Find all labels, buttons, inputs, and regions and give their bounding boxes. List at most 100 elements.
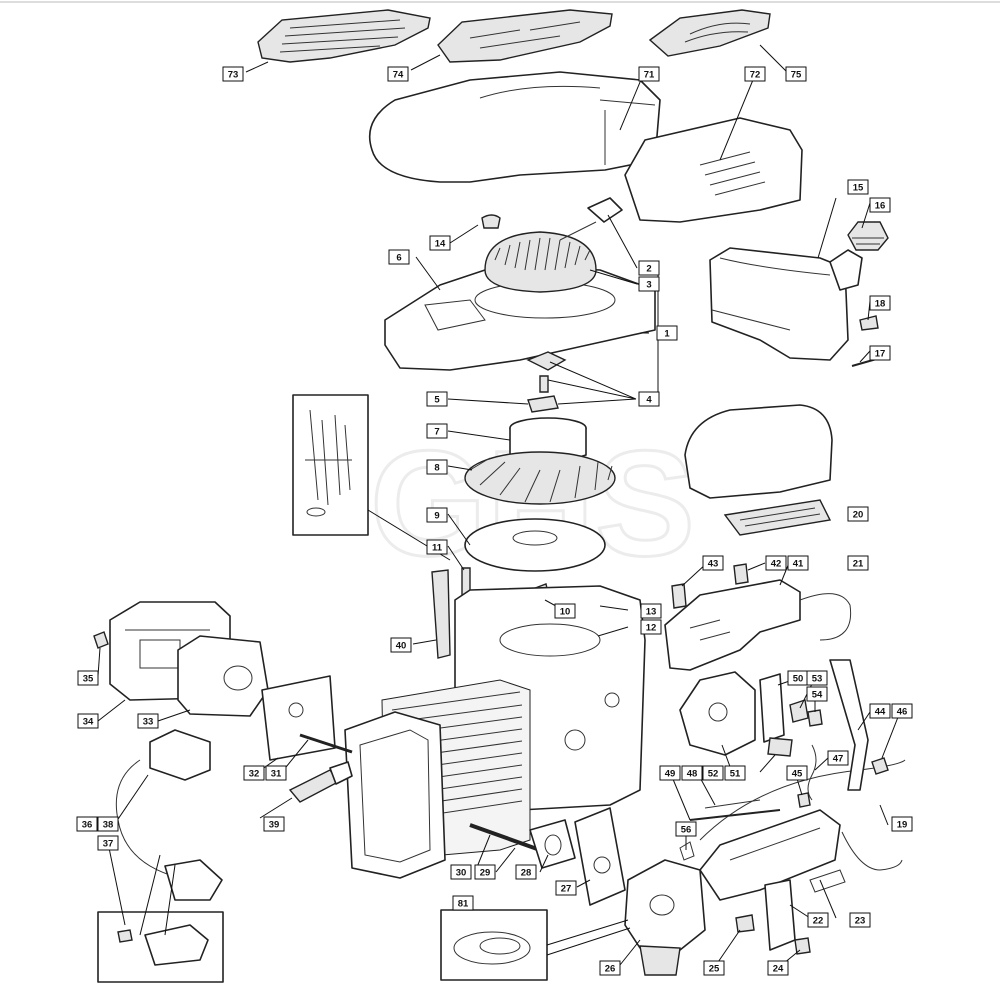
callout-number: 71 (644, 70, 655, 81)
callout-42: 42 (765, 555, 787, 571)
callout-number: 32 (249, 769, 260, 780)
inset-gasket-kit-81 (440, 909, 548, 981)
callout-56: 56 (675, 821, 697, 837)
callout-50: 50 (787, 670, 809, 686)
part-gasket-32 (261, 675, 336, 761)
callout-number: 48 (687, 769, 698, 780)
callout-16: 16 (869, 197, 891, 213)
callout-number: 12 (646, 623, 657, 634)
part-pawl-4 (526, 351, 567, 371)
callout-number: 7 (434, 427, 439, 438)
callout-9: 9 (426, 507, 448, 523)
callout-number: 28 (521, 868, 532, 879)
callout-number: 9 (434, 511, 439, 522)
callout-number: 24 (773, 964, 784, 975)
callout-number: 56 (681, 825, 692, 836)
callout-75: 75 (785, 66, 807, 82)
part-governor-52 (679, 671, 756, 756)
callout-number: 11 (432, 543, 443, 554)
part-fuel-tank-15 (709, 247, 863, 361)
part-bolt-43 (671, 583, 687, 609)
callout-number: 19 (897, 820, 908, 831)
callout-25: 25 (703, 960, 725, 976)
part-engine-cover-71 (368, 71, 661, 183)
callout-73: 73 (222, 66, 244, 82)
part-cylinder-head (344, 711, 446, 879)
callout-12: 12 (640, 619, 662, 635)
callout-27: 27 (555, 880, 577, 896)
callout-32: 32 (243, 765, 265, 781)
part-air-filter-housing-20 (684, 404, 833, 499)
callout-number: 4 (646, 395, 652, 406)
part-ignition-coil-36 (115, 729, 223, 901)
part-spring-47 (807, 744, 817, 801)
part-carburetor-26 (624, 859, 706, 976)
callout-20: 20 (847, 506, 869, 522)
callout-number: 22 (813, 916, 824, 927)
callout-number: 38 (103, 820, 114, 831)
callout-7: 7 (426, 423, 448, 439)
callout-30: 30 (450, 864, 472, 880)
callout-19: 19 (891, 816, 913, 832)
callout-number: 54 (812, 690, 823, 701)
callout-15: 15 (847, 179, 869, 195)
callout-number: 3 (646, 280, 651, 291)
callout-number: 51 (730, 769, 741, 780)
callout-22: 22 (807, 912, 829, 928)
callout-14: 14 (429, 235, 451, 251)
part-link-49 (689, 809, 781, 821)
callout-number: 49 (665, 769, 676, 780)
callout-number: 8 (434, 463, 439, 474)
callout-34: 34 (77, 713, 99, 729)
part-air-filter-cover-73 (257, 9, 431, 63)
part-throttle-control-41 (664, 579, 852, 671)
callout-49: 49 (659, 765, 681, 781)
callout-48: 48 (681, 765, 703, 781)
callout-38: 38 (97, 816, 119, 832)
callout-17: 17 (869, 345, 891, 361)
callout-number: 45 (792, 769, 803, 780)
callout-number: 50 (793, 674, 804, 685)
callout-number: 31 (271, 769, 282, 780)
part-spark-plug-39 (288, 761, 353, 803)
callout-number: 47 (833, 754, 844, 765)
callout-number: 10 (560, 607, 571, 618)
callout-18: 18 (869, 295, 891, 311)
callout-11: 11 (426, 539, 448, 555)
callout-number: 53 (812, 674, 823, 685)
callout-number: 1 (664, 329, 670, 340)
part-air-filter-element-21 (723, 499, 832, 536)
part-gasket-28 (529, 819, 576, 869)
callout-46: 46 (891, 703, 913, 719)
part-bolt-51 (767, 737, 793, 757)
part-clip-56 (679, 841, 695, 861)
part-clip-53 (789, 699, 809, 723)
callout-36: 36 (76, 816, 98, 832)
part-recoil-starter-3 (484, 231, 597, 293)
callout-43: 43 (702, 555, 724, 571)
part-side-cover-72 (624, 117, 803, 223)
callout-number: 27 (561, 884, 572, 895)
part-intake-rod-29 (469, 823, 541, 852)
callout-number: 75 (791, 70, 802, 81)
callout-number: 43 (708, 559, 719, 570)
callout-28: 28 (515, 864, 537, 880)
callout-45: 45 (786, 765, 808, 781)
callout-4: 4 (638, 391, 660, 407)
callout-33: 33 (137, 713, 159, 729)
part-screw-4 (539, 375, 549, 393)
callout-number: 2 (646, 264, 651, 275)
part-shroud-panel-74 (437, 9, 613, 63)
part-bracket-50 (759, 673, 785, 743)
callout-40: 40 (390, 637, 412, 653)
callout-26: 26 (599, 960, 621, 976)
callout-44: 44 (869, 703, 891, 719)
callout-72: 72 (744, 66, 766, 82)
callout-41: 41 (787, 555, 809, 571)
callout-8: 8 (426, 459, 448, 475)
part-intake-manifold-22 (699, 809, 841, 951)
callout-number: 73 (228, 70, 239, 81)
callout-number: 15 (853, 183, 864, 194)
part-nut-5 (527, 395, 559, 413)
